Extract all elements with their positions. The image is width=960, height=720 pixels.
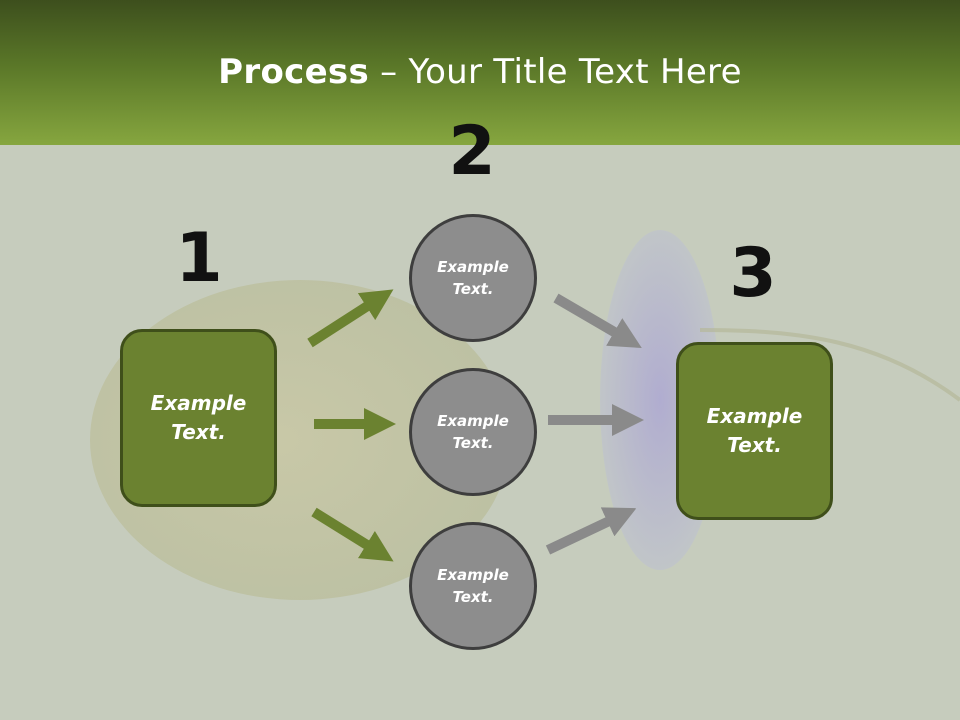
circle-3-text: Example Text.: [437, 565, 509, 607]
arrow-circle3-to-box3: [545, 507, 637, 555]
title-rest: – Your Title Text Here: [369, 52, 742, 92]
arrow-box1-to-circle3: [311, 507, 394, 562]
step-number-1: 1: [175, 219, 223, 298]
step-3-box: Example Text.: [676, 342, 833, 520]
title-bar: [0, 0, 960, 145]
arrow-circle1-to-box3: [553, 293, 642, 349]
title-bold: Process: [218, 52, 370, 92]
step-1-text: Example Text.: [150, 391, 247, 444]
circle-1: Example Text.: [409, 214, 537, 342]
step-3-text: Example Text.: [706, 404, 803, 457]
circle-1-text: Example Text.: [437, 257, 509, 299]
slide-title: Process – Your Title Text Here: [0, 52, 960, 92]
step-number-3: 3: [729, 234, 777, 313]
circle-2-text: Example Text.: [437, 411, 509, 453]
arrow-box1-to-circle1: [307, 289, 394, 348]
circle-2: Example Text.: [409, 368, 537, 496]
step-1-box: Example Text.: [120, 329, 277, 507]
step-number-2: 2: [448, 112, 496, 191]
circle-3: Example Text.: [409, 522, 537, 650]
